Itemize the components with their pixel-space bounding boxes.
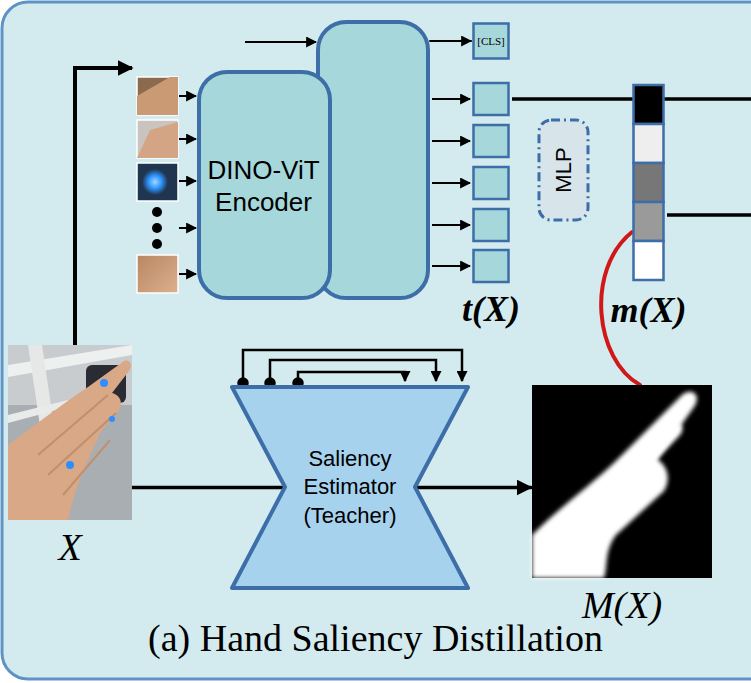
input-image: X bbox=[8, 345, 132, 520]
connector-arrow bbox=[415, 486, 531, 490]
token-column-shape bbox=[472, 22, 510, 284]
encoder-label: DINO-ViT Encoder bbox=[201, 154, 326, 219]
estimator-label: Saliency Estimator (Teacher) bbox=[292, 445, 408, 531]
saliency-estimator: Saliency Estimator (Teacher) bbox=[230, 385, 470, 590]
encoder-block: DINO-ViT Encoder bbox=[197, 20, 430, 300]
mask-token-column-shape bbox=[632, 83, 665, 282]
caption: (a) Hand Saliency Distillation bbox=[0, 616, 751, 660]
connector-arrow bbox=[430, 40, 471, 42]
image-patches bbox=[137, 77, 178, 293]
token-arrows bbox=[432, 99, 470, 266]
input-image-shape bbox=[8, 345, 132, 520]
mask-token-column: m(X) bbox=[632, 83, 665, 282]
skip-connections bbox=[239, 350, 463, 388]
input-arrow bbox=[75, 68, 132, 345]
saliency-mask-shape bbox=[532, 385, 712, 578]
mlp-box: MLP bbox=[537, 118, 590, 222]
token-column: t(X)[CLS] bbox=[472, 22, 510, 284]
mask-token-label: m(X) bbox=[611, 291, 687, 331]
connector-line bbox=[132, 486, 285, 490]
saliency-mask: M(X) bbox=[532, 385, 712, 578]
mlp-label: MLP bbox=[553, 147, 575, 192]
image-label: X bbox=[58, 527, 81, 569]
cls-label: [CLS] bbox=[473, 35, 509, 47]
cls-token: [CLS] bbox=[472, 22, 510, 60]
token-label: t(X) bbox=[462, 290, 520, 330]
